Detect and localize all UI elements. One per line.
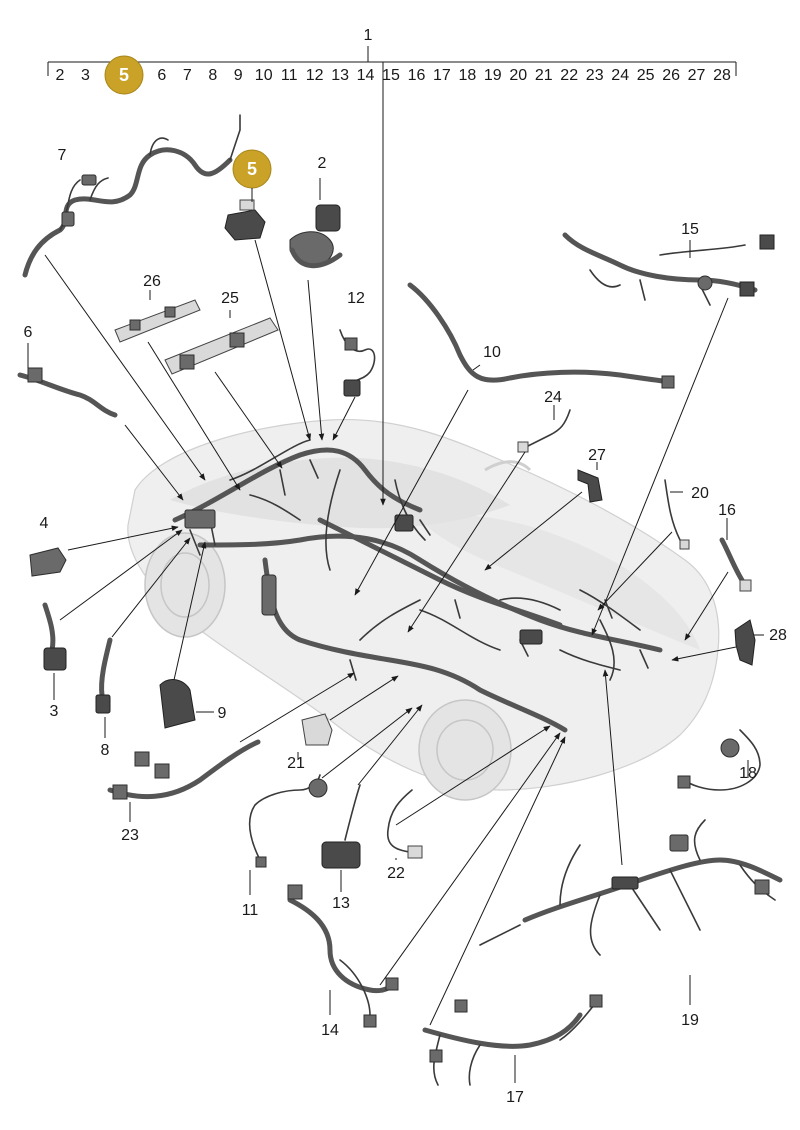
part-15-harness	[562, 232, 775, 306]
callout-4: 4	[40, 515, 49, 532]
callout-25: 25	[221, 290, 239, 307]
part-11-harness	[248, 774, 328, 868]
callout-24: 24	[544, 389, 562, 406]
highlight-badge-scale: 5	[104, 55, 144, 95]
part-27-bracket	[577, 469, 603, 503]
callout-13: 13	[332, 895, 350, 912]
scale-tick-21: 21	[535, 67, 553, 84]
callout-7: 7	[58, 147, 67, 164]
scale-tick-2: 2	[56, 67, 65, 84]
scale-tick-20: 20	[509, 67, 527, 84]
callout-17: 17	[506, 1089, 524, 1106]
part-24-cable	[517, 409, 571, 453]
scale-tick-24: 24	[611, 67, 629, 84]
badge-label-part: 5	[247, 159, 257, 179]
scale-tick-8: 8	[208, 67, 217, 84]
scale-tick-13: 13	[331, 67, 349, 84]
scale-tick-17: 17	[433, 67, 451, 84]
scale-tick-12: 12	[306, 67, 324, 84]
part-5-sensor	[224, 199, 266, 241]
callout-28: 28	[769, 627, 787, 644]
part-21-connector	[301, 713, 333, 746]
main-harness	[172, 439, 663, 733]
scale-tick-15: 15	[382, 67, 400, 84]
callout-21: 21	[287, 755, 305, 772]
callout-3: 3	[50, 703, 59, 720]
scale-tick-7: 7	[183, 67, 192, 84]
part-20-cable	[664, 479, 690, 550]
scale-tick-22: 22	[560, 67, 578, 84]
scale-tick-14: 14	[357, 67, 375, 84]
callout-19: 19	[681, 1012, 699, 1029]
scale-tick-3: 3	[81, 67, 90, 84]
part-28-bracket	[734, 619, 756, 666]
part-18-harness	[677, 729, 761, 791]
scale-tick-labels: 2345678910111213141516171819202122232425…	[56, 67, 731, 84]
callout-15: 15	[681, 221, 699, 238]
part-16-cable	[719, 537, 752, 592]
callout-14: 14	[321, 1022, 339, 1039]
scale-tick-11: 11	[281, 67, 298, 84]
part-13-sensor	[321, 784, 361, 869]
callout-8: 8	[101, 742, 110, 759]
callout-11: 11	[242, 902, 259, 919]
part-12-connectors	[339, 329, 376, 397]
callout-12: 12	[347, 290, 365, 307]
part-17-harness	[422, 994, 603, 1086]
callout-27: 27	[588, 447, 606, 464]
scale-tick-26: 26	[662, 67, 680, 84]
scale-tick-10: 10	[255, 67, 273, 84]
scale-tick-28: 28	[713, 67, 731, 84]
callout-1: 1	[364, 27, 373, 44]
callout-labels: 2 3 4 6 7 8 9 10 11 12 13 14 15 16 17 18…	[24, 147, 787, 1106]
highlight-badge-part: 5	[232, 149, 272, 189]
part-23-harness	[107, 739, 261, 800]
scale-tick-19: 19	[484, 67, 502, 84]
part-26-bracket	[114, 299, 201, 343]
part-9-sensor	[159, 679, 196, 729]
car-body	[127, 418, 720, 801]
scale-tick-23: 23	[586, 67, 604, 84]
control-module	[519, 629, 543, 645]
callout-10: 10	[483, 344, 501, 361]
callout-16: 16	[718, 502, 736, 519]
callout-22: 22	[387, 865, 405, 882]
callout-26: 26	[143, 273, 161, 290]
callout-23: 23	[121, 827, 139, 844]
part-22-cable	[386, 789, 423, 859]
part-6-harness	[17, 367, 118, 418]
leader-lines	[27, 80, 764, 1083]
scale-tick-6: 6	[157, 67, 166, 84]
scale-tick-18: 18	[459, 67, 477, 84]
part-14-harness	[287, 884, 399, 1028]
part-8-sensor	[95, 637, 113, 714]
callout-6: 6	[24, 324, 33, 341]
callout-18: 18	[739, 765, 757, 782]
part-2-hose	[289, 204, 343, 269]
callout-9: 9	[218, 705, 227, 722]
callout-20: 20	[691, 485, 709, 502]
part-7-harness	[22, 114, 241, 278]
callout-2: 2	[318, 155, 327, 172]
badge-label-scale: 5	[119, 65, 129, 85]
scale-tick-9: 9	[234, 67, 243, 84]
part-3-sensor	[42, 602, 67, 671]
part-19-harness	[479, 819, 783, 956]
scale-tick-25: 25	[637, 67, 655, 84]
scale-tick-16: 16	[408, 67, 426, 84]
part-4-sensor	[29, 547, 67, 577]
part-10-harness	[407, 282, 675, 389]
scale-bar: 1 23456789101112131415161718192021222324…	[47, 27, 737, 95]
scale-tick-27: 27	[688, 67, 706, 84]
part-25-bracket	[164, 317, 279, 375]
